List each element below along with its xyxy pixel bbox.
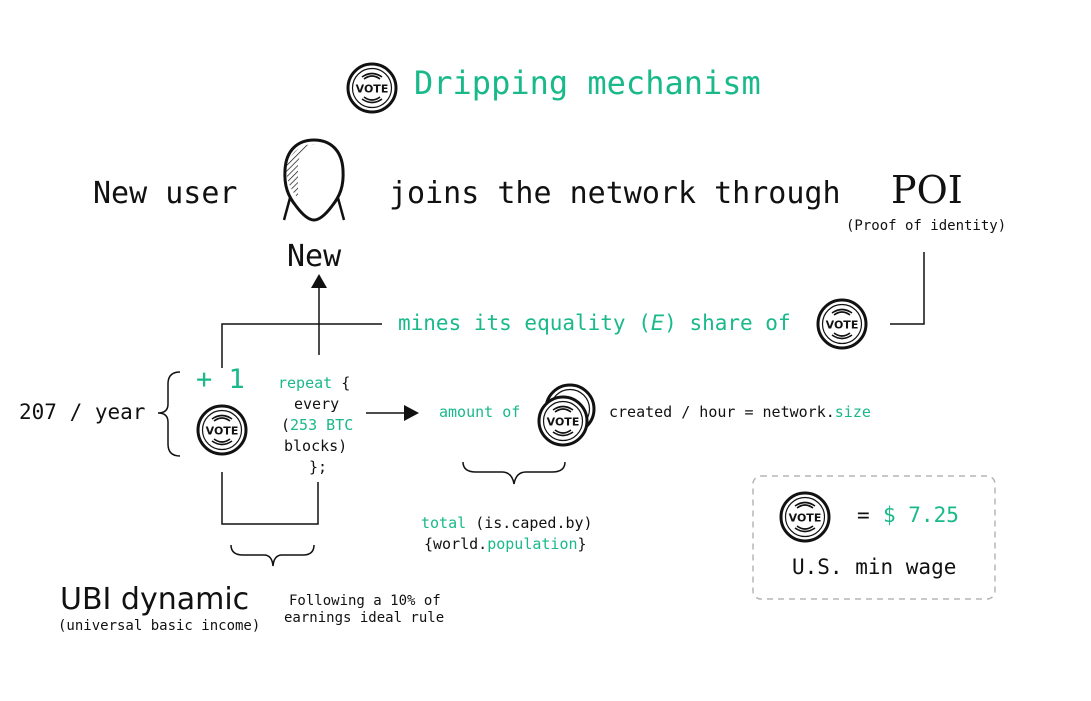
created-text: created / hour = network.size	[609, 403, 871, 421]
svg-text:VOTE: VOTE	[826, 319, 859, 332]
svg-text:VOTE: VOTE	[789, 512, 822, 525]
year-brace	[157, 371, 181, 457]
amount-brace	[462, 461, 566, 485]
wage-card-border	[752, 475, 996, 600]
ubi-subtitle: (universal basic income)	[58, 618, 261, 634]
total-keyword: total	[421, 514, 467, 532]
btc-value: 253 BTC	[290, 416, 354, 434]
created-formula: created / hour = network.	[609, 403, 835, 421]
amount-arrow-head	[404, 405, 419, 421]
repeat-block: repeat { every (253 BTC blocks) };	[278, 373, 353, 478]
mines-text-end: ) share of	[664, 311, 791, 335]
plus-one-label: + 1	[196, 364, 245, 395]
population-line: {world.population}	[421, 534, 593, 555]
person-head-icon	[282, 138, 346, 222]
joins-text: joins the network through	[389, 176, 841, 211]
svg-text:VOTE: VOTE	[547, 416, 580, 429]
mines-text-start: mines its equality (	[398, 311, 651, 335]
world-prefix: {world.	[424, 535, 488, 553]
poi-label: POI	[891, 168, 963, 212]
ubi-rule-line-1: Following a 10% of	[289, 593, 441, 609]
ubi-rule: Following a 10% of earnings ideal rule	[284, 593, 444, 627]
caped-text: (is.caped.by)	[475, 514, 593, 532]
poi-connector	[890, 252, 925, 325]
ubi-rule-line-2: earnings ideal rule	[284, 610, 445, 626]
repeat-brace: {	[341, 374, 351, 392]
loop-connector	[221, 472, 319, 525]
loop-brace	[230, 544, 315, 567]
vote-coin-icon: VOTE	[196, 404, 248, 456]
mines-text: mines its equality (E) share of	[398, 311, 791, 335]
every-line: every	[294, 395, 340, 413]
total-block: total (is.caped.by) {world.population}	[421, 513, 593, 555]
new-user-text: New user	[93, 176, 238, 211]
close-line: };	[309, 458, 328, 476]
population-brace: }	[577, 535, 587, 553]
avatar-label: New	[287, 239, 342, 274]
vote-coin-stack-icon: VOTE	[537, 383, 596, 447]
amount-of-text: amount of	[439, 403, 521, 421]
page-title: Dripping mechanism	[414, 64, 761, 102]
new-arrow-head	[311, 274, 327, 288]
repeat-line: repeat {	[278, 373, 353, 394]
btc-line: (253 BTC	[278, 415, 353, 436]
network-size: size	[834, 403, 871, 421]
per-year-label: 207 / year	[19, 400, 146, 424]
svg-text:VOTE: VOTE	[206, 425, 239, 438]
btc-paren: (	[281, 416, 291, 434]
repeat-keyword: repeat	[278, 374, 333, 392]
wage-equals: =	[857, 503, 870, 527]
population-word: population	[487, 535, 578, 553]
poi-subtitle: (Proof of identity)	[846, 218, 1007, 234]
mines-connector	[221, 323, 382, 368]
svg-text:VOTE: VOTE	[356, 83, 389, 96]
wage-value: $ 7.25	[883, 503, 959, 527]
vote-coin-icon: VOTE	[816, 298, 868, 350]
vote-coin-icon: VOTE	[346, 62, 398, 114]
vote-coin-icon: VOTE	[779, 491, 831, 543]
blocks-line: blocks)	[284, 437, 348, 455]
equality-symbol: E	[650, 311, 665, 335]
ubi-title: UBI dynamic	[60, 582, 250, 617]
total-line: total (is.caped.by)	[421, 513, 593, 534]
wage-label: U.S. min wage	[792, 555, 957, 579]
